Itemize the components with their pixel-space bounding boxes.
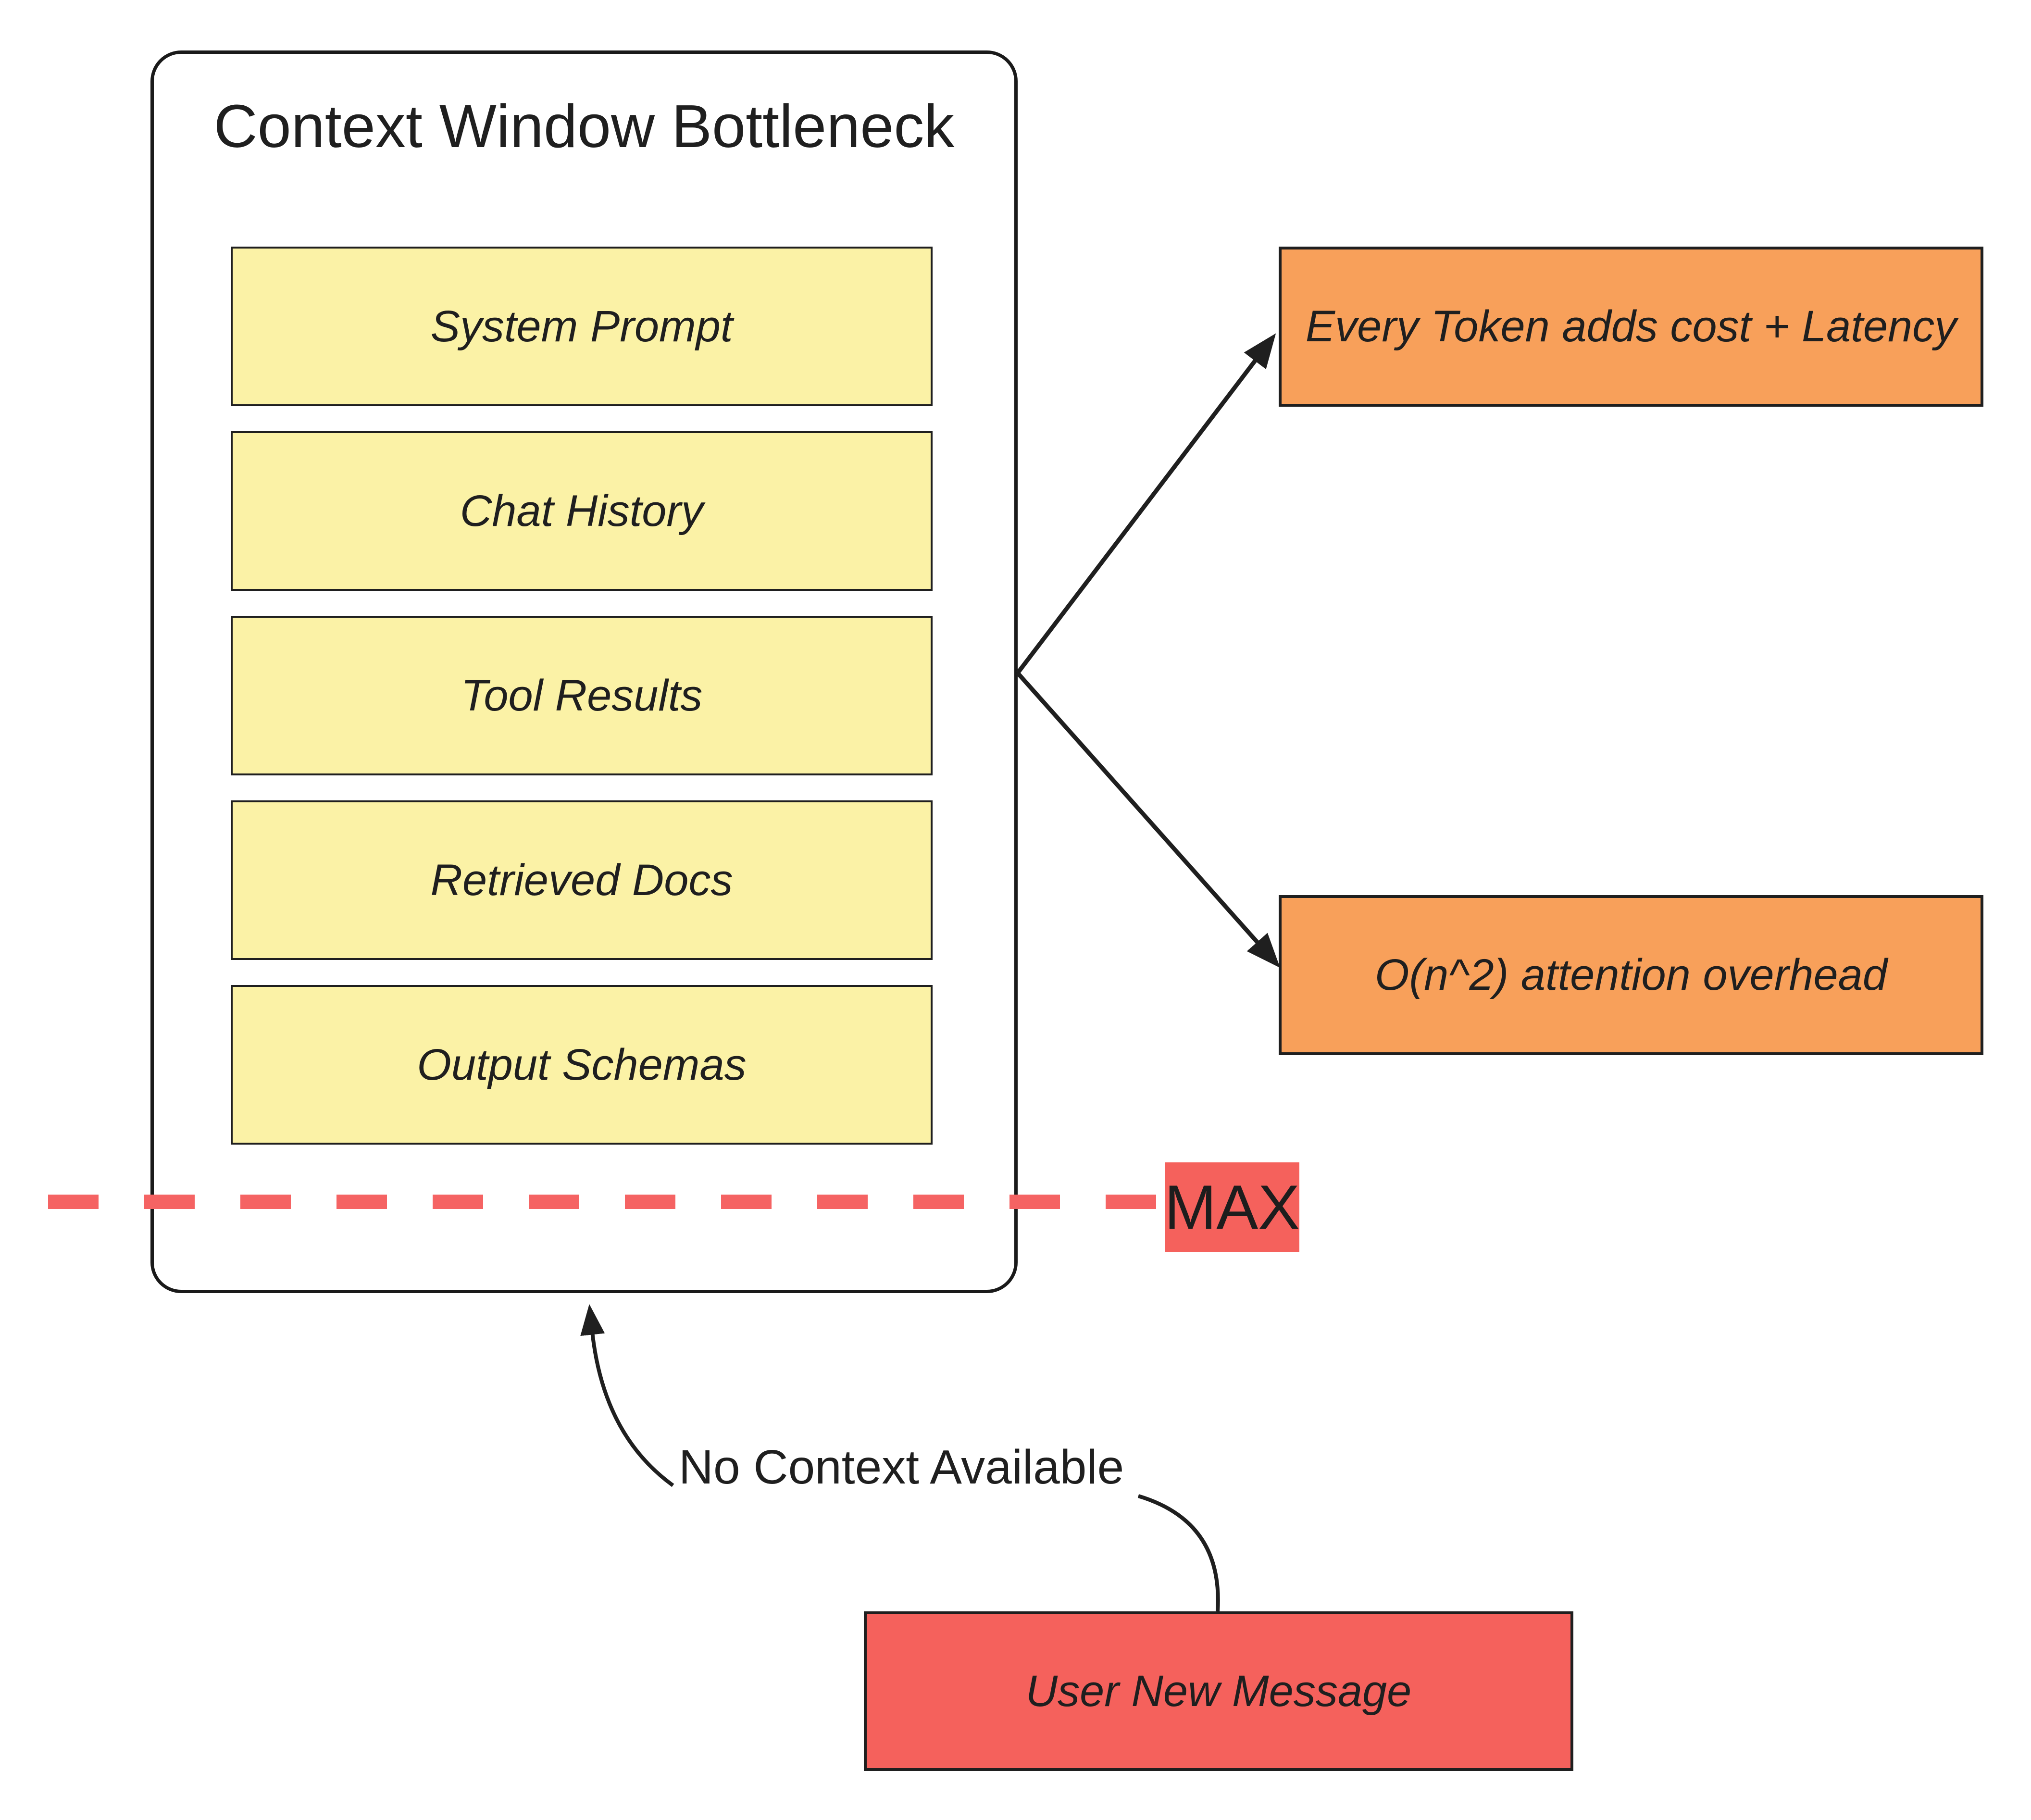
consequence-label: Every Token adds cost + Latency [1305, 302, 1957, 351]
consequence-label: O(n^2) attention overhead [1374, 950, 1888, 999]
stack-item-label: Retrieved Docs [430, 855, 733, 905]
stack-item-system-prompt: System Prompt [231, 247, 933, 406]
no-context-available-label: No Context Available [678, 1440, 1124, 1494]
max-badge: MAX [1164, 1162, 1300, 1252]
arrow-to-attention-overhead [1016, 672, 1281, 968]
user-new-message-box: User New Message [864, 1611, 1573, 1771]
stack-item-retrieved-docs: Retrieved Docs [231, 800, 933, 960]
context-window-title: Context Window Bottleneck [213, 92, 955, 160]
stack-item-tool-results: Tool Results [231, 616, 933, 775]
stack-item-chat-history: Chat History [231, 431, 933, 591]
stack-item-label: Output Schemas [417, 1040, 747, 1089]
user-message-label: User New Message [1025, 1666, 1412, 1716]
stack-item-label: Chat History [460, 486, 704, 536]
consequence-box-cost-latency: Every Token adds cost + Latency [1279, 247, 1983, 407]
stack-item-label: System Prompt [430, 301, 733, 351]
arrow-to-cost-latency [1016, 333, 1276, 674]
stack-item-output-schemas: Output Schemas [231, 985, 933, 1145]
consequence-box-attention-overhead: O(n^2) attention overhead [1279, 895, 1983, 1055]
stack-item-label: Tool Results [461, 671, 703, 720]
user-message-connector [1137, 1494, 1220, 1612]
